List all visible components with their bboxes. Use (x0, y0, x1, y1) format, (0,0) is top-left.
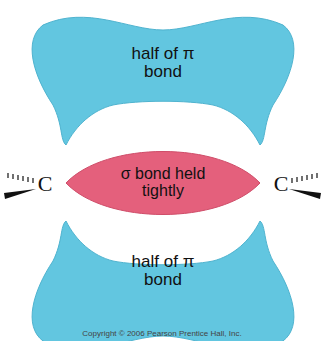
right-carbon-bonds (292, 173, 317, 183)
carbon-atom: C (274, 171, 289, 197)
sigma-bond-lobe: σ bond held tightly (66, 147, 260, 219)
bond-label: σ bond held tightly (111, 166, 215, 200)
pi-bond-lobe: half of π bond (28, 221, 298, 341)
bond-label: half of π bond (115, 45, 211, 81)
bond-label: half of π bond (115, 253, 211, 289)
pi-bond-lobe: half of π bond (28, 5, 298, 145)
carbon-atom: C (38, 171, 53, 197)
copyright-notice: Copyright © 2006 Pearson Prentice Hall, … (82, 329, 241, 338)
right-wedge-bond (289, 189, 321, 199)
left-carbon-bonds (8, 173, 33, 183)
left-wedge-bond (4, 189, 36, 199)
